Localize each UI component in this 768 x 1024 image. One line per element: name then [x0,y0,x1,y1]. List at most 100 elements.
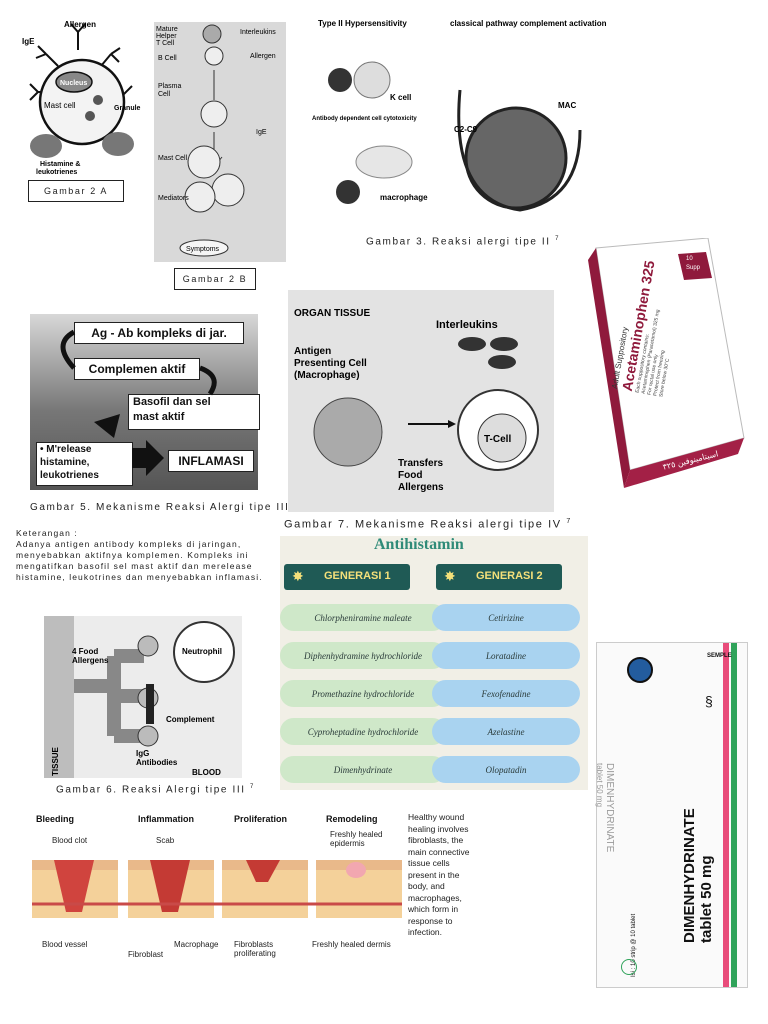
wound-note-line: macrophages, [408,892,462,903]
gen1-item: Cyproheptadine hydrochloride [280,718,446,745]
allergen-label: Allergen [64,20,96,29]
food-label: Food [398,470,422,481]
gen2-star-icon: ✸ [444,568,456,584]
box-basofil-line-1: Basofil dan sel [133,396,211,408]
dimenhydrinate-box: § SEMPLE DIMENHYDRINATE tablet 50 mg DIM… [595,642,748,988]
box-complemen: Complemen aktif [74,358,200,380]
box-release-line-1: • M'release [40,444,92,455]
plasma-label: Plasma [158,83,181,90]
box-basofil: Basofil dan sel mast aktif [128,394,260,430]
allergens-label: Allergens [398,482,444,493]
complement-label: Complement [166,715,215,724]
apc-label-1: Antigen [294,346,331,357]
dimen-dose: tablet 50 mg [698,855,715,943]
wound-note-line: Healthy wound [408,812,465,822]
neutrophil-label: Neutrophil [182,647,222,656]
freshly-label-1: Freshly healed [330,830,383,839]
tissue-label: TISSUE [51,746,60,776]
interleukins-label: Interleukins [240,29,276,36]
dimen-mirror-2: tablet 50 mg [595,763,604,808]
mac-label: MAC [558,101,576,110]
acet-count-top: 10 [686,256,693,262]
dimen-mirror-1: DIMENHYDRINATE [604,763,615,853]
wound-healing-figure: Bleeding Inflammation Proliferation Remo… [30,808,490,972]
gen1-item: Diphenhydramine hydrochloride [280,642,446,669]
symptoms-label: Symptoms [186,246,220,253]
fibroblast-label: Fibroblast [128,950,164,959]
gen1-item: Promethazine hydrochloride [280,680,446,707]
keterangan-text: Keterangan : Adanya antigen antibody kom… [16,528,278,583]
figure-6-caption: Gambar 6. Reaksi Alergi tipe III 7 [56,784,255,795]
gen2-label: GENERASI 2 [476,570,543,582]
wound-note-line: infection. [408,927,443,937]
figure-5-arrows [60,329,217,476]
figure-2a: Allergen IgE Nucleus Mast cell Granule H… [16,14,146,204]
figure-2b-caption: Gambar 2 B [174,268,256,290]
transfers-label: Transfers [398,458,443,469]
c2c9-label: C2-C9 [454,125,478,134]
keterangan-line-0: Adanya antigen antibody kompleks di jari… [16,539,242,549]
box-release-line-2: histamine, [40,457,90,468]
antihistamin-title: Antihistamin [374,536,464,553]
keterangan-line-1: menyebabkan aktifnya komplemen. Kompleks… [16,550,249,560]
blood-vessel-label: Blood vessel [42,940,88,949]
gen1-item: Chlorpheniramine maleate [280,604,446,631]
gen2-item: Loratadine [432,642,580,669]
organ-label: ORGAN TISSUE [294,308,370,319]
mature-label: Mature [156,26,178,33]
fresh-dermis-label: Freshly healed dermis [312,940,391,949]
wound-note-line: body, and [408,881,445,891]
green-seal-icon [621,959,637,975]
figure-7-caption: Gambar 7. Mekanisme Reaksi alergi tipe I… [284,518,572,531]
wound-note-line: main connective [408,846,470,857]
dimen-mirror-text: DIMENHYDRINATE tablet 50 mg [595,763,615,852]
figure-5-caption: Gambar 5. Mekanisme Reaksi Alergi tipe I… [30,502,290,513]
figure-7-caption-text: Gambar 7. Mekanisme Reaksi alergi tipe I… [284,518,562,531]
gen2-item: Fexofenadine [432,680,580,707]
scab-label: Scab [156,836,175,845]
leukotrienes-label: leukotrienes [36,169,77,176]
macrophage-label-w: Macrophage [174,940,219,949]
dimen-name: DIMENHYDRINATE [681,808,698,943]
granule-label: Granule [114,105,141,112]
mast-cell-diagram: Allergen IgE Nucleus Mast cell Granule H… [22,20,141,176]
figure-3-diagram: Type II Hypersensitivity classical pathw… [312,19,607,212]
kcell-label: K cell [390,93,411,102]
wound-note: Healthy wound healing involves fibroblas… [408,812,469,939]
allergen-label-2b: Allergen [250,53,276,60]
stage-inflammation: Inflammation [138,814,195,824]
tcell-label: T Cell [156,40,175,47]
gen2-item: Azelastine [432,718,580,745]
type2-label: Type II Hypersensitivity [318,19,407,28]
figure-3-caption-sup: 7 [555,236,560,242]
wound-stages-drawing [32,860,402,918]
food-label-6: 4 Food [72,647,98,656]
figure-7-caption-sup: 7 [566,518,572,525]
figure-6-caption-text: Gambar 6. Reaksi Alergi tipe III [56,784,246,796]
plasma-cell-label: Cell [158,91,171,98]
blood-label: BLOOD [192,768,221,777]
gen2-header: ✸ GENERASI 2 [436,564,562,590]
wound-note-line: fibroblasts, the [408,835,464,845]
acetaminophen-box: Adult Suppository Acetaminophen 325 Each… [582,237,754,496]
figure-7: ORGAN TISSUE Interleukins Antigen Presen… [288,290,554,512]
stage-bleeding: Bleeding [36,814,75,824]
interleukins-label-7: Interleukins [436,319,498,331]
ige-label-2b: IgE [256,129,267,136]
gen1-star-icon: ✸ [292,568,304,584]
mastcell-label-2b: Mast Cell [158,155,188,162]
macrophage-label: macrophage [380,193,428,202]
figure-7-diagram: ORGAN TISSUE Interleukins Antigen Presen… [294,308,539,493]
gen2-item: Olopatadin [432,756,580,783]
figure-3-caption-text: Gambar 3. Reaksi alergi tipe II [366,236,551,248]
acetaminophen-box-shape [588,237,745,488]
acet-count-bot: Supp [686,265,701,271]
wound-note-line: tissue cells [408,858,450,868]
figure-6-caption-sup: 7 [249,784,255,790]
mast-cell-label: Mast cell [44,101,76,110]
keterangan-line-2: mengatifkan basofil sel mast aktif dan m… [16,561,253,571]
box-ag-ab: Ag - Ab kompleks di jar. [74,322,244,344]
figure-2b: Mature Helper T Cell Interleukins Allerg… [154,22,286,262]
box-inflamasi: INFLAMASI [168,450,254,472]
gen1-header: ✸ GENERASI 1 [284,564,410,590]
